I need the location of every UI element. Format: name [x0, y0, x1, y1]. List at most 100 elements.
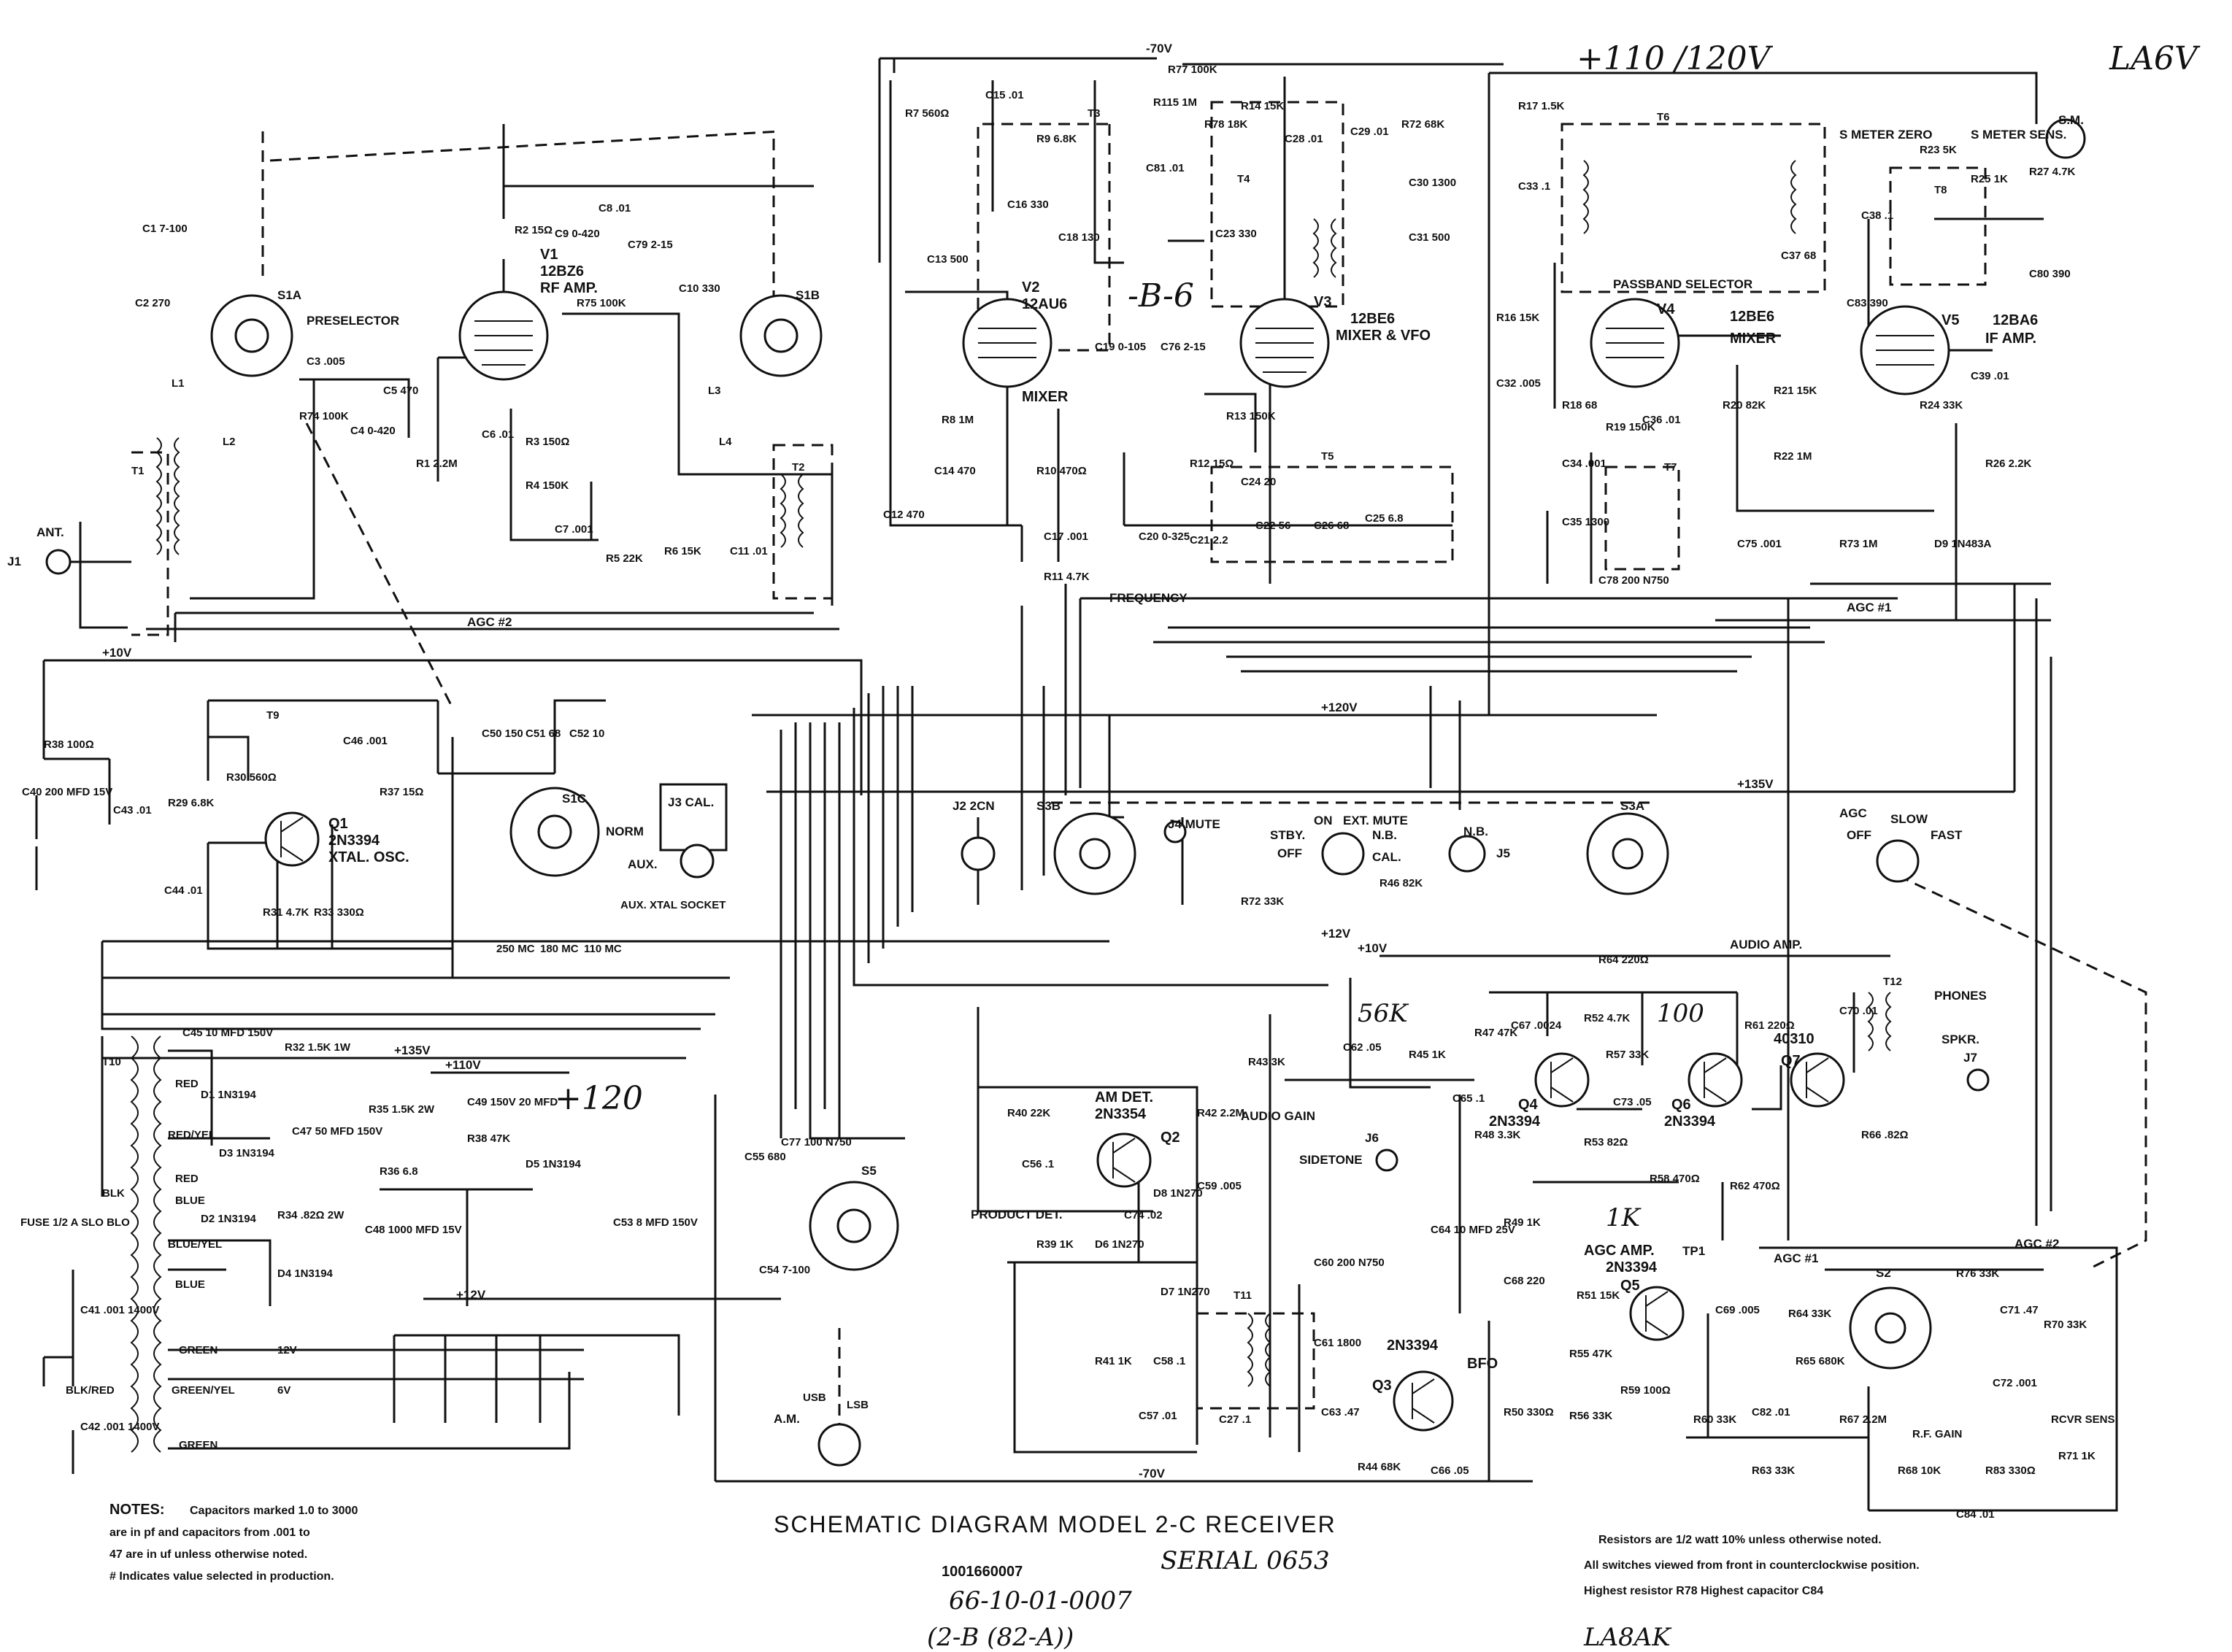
connector-j7: J7 PHONES SPKR.: [1934, 989, 1990, 1092]
part-c82: C82 .01: [1752, 1406, 1790, 1419]
part-c7: C7 .001: [555, 523, 593, 536]
part-d7: D7 1N270: [1161, 1286, 1210, 1298]
part-c77: C77 100 N750: [781, 1136, 852, 1149]
q2-id: Q2: [1161, 1130, 1180, 1146]
part-c26: C26 68: [1314, 520, 1349, 532]
part-c13: C13 500: [927, 253, 969, 266]
part-c63: C63 .47: [1321, 1406, 1360, 1419]
part-r16: R16 15K: [1496, 312, 1539, 324]
part-c69: C69 .005: [1715, 1304, 1760, 1316]
part-r75: R75 100K: [577, 297, 626, 309]
q1-id: Q1: [328, 816, 348, 832]
part-c60: C60 200 N750: [1314, 1257, 1385, 1269]
q4-type: 2N3394: [1489, 1113, 1541, 1130]
rail-p12: +12V: [1321, 927, 1351, 941]
hand-120: +120: [555, 1080, 643, 1117]
part-c14: C14 470: [934, 465, 976, 477]
agc-off-label: OFF: [1847, 828, 1871, 842]
tube-v2-type: 12AU6: [1022, 296, 1067, 312]
notes-block: NOTES: Capacitors marked 1.0 to 3000 are…: [109, 1502, 1920, 1597]
wire-red2: RED: [175, 1173, 199, 1185]
tube-v3: V3 12BE6 MIXER & VFO: [1239, 294, 1431, 388]
connector-j2: J2 2CN: [953, 799, 996, 871]
part-r6: R6 15K: [664, 545, 701, 557]
part-r38: R38 47K: [467, 1132, 510, 1145]
part-r60: R60 33K: [1693, 1413, 1736, 1426]
aux-xtal-label: AUX. XTAL SOCKET: [620, 899, 726, 911]
q1-fn: XTAL. OSC.: [328, 849, 409, 865]
notes-heading: NOTES:: [109, 1502, 165, 1518]
part-c74: C74 .02: [1124, 1209, 1163, 1221]
q5-id: Q5: [1620, 1278, 1640, 1294]
part-r63: R63 33K: [1752, 1464, 1795, 1477]
part-c19: C19 0-105: [1095, 341, 1146, 353]
part-r64b: R64 33K: [1788, 1308, 1831, 1320]
part-r62: R62 470Ω: [1730, 1180, 1780, 1192]
dashed-links: [131, 101, 2147, 1430]
q5-type: 2N3394: [1606, 1259, 1658, 1275]
part-l4: L4: [719, 436, 732, 448]
q6-id: Q6: [1671, 1097, 1691, 1113]
part-r43: R43 3K: [1248, 1056, 1285, 1068]
q2-type: 2N3354: [1095, 1106, 1147, 1122]
part-c53: C53 8 MFD 150V: [613, 1216, 698, 1229]
rail-p135: +135V: [1737, 777, 1774, 791]
frequency-label: FREQUENCY: [1109, 591, 1188, 605]
part-c35: C35 1300: [1562, 516, 1609, 528]
part-c11: C11 .01: [730, 545, 768, 557]
switch-s5: S5: [809, 1164, 899, 1271]
part-r33: R33 330Ω: [314, 906, 364, 919]
part-t9: T9: [266, 709, 280, 722]
part-r26: R26 2.2K: [1985, 458, 2032, 470]
part-r18: R18 68: [1562, 399, 1597, 412]
passband-label: PASSBAND SELECTOR: [1613, 277, 1752, 291]
part-r58: R58 470Ω: [1650, 1173, 1700, 1185]
tube-v1: V1 12BZ6 RF AMP.: [458, 247, 598, 381]
part-c71: C71 .47: [2000, 1304, 2039, 1316]
part-c43: C43 .01: [113, 804, 152, 817]
part-r35: R35 1.5K 2W: [369, 1103, 435, 1116]
part-c52: C52 10: [569, 727, 604, 740]
tube-v1-id: V1: [540, 247, 558, 263]
rail-m70-top: -70V: [1146, 42, 1173, 55]
tube-v2: V2 12AU6 MIXER: [962, 279, 1069, 405]
rail-agc1: AGC #1: [1847, 601, 1891, 614]
part-r13: R13 150K: [1226, 410, 1276, 422]
j2-label: J2 2CN: [953, 799, 995, 813]
tube-v2-id: V2: [1022, 279, 1039, 296]
rail-agc1-bottom: AGC #1: [1774, 1251, 1818, 1265]
part-c44: C44 .01: [164, 884, 203, 897]
part-r71: R71 1K: [2058, 1450, 2096, 1462]
part-c66: C66 .05: [1431, 1464, 1469, 1477]
part-r31: R31 4.7K: [263, 906, 309, 919]
rail-p135-left: +135V: [394, 1043, 431, 1057]
j7-label: J7: [1963, 1051, 1977, 1065]
part-r23: R23 5K: [1920, 144, 1957, 156]
part-r9: R9 6.8K: [1036, 133, 1077, 145]
connector-j1: ANT. J1: [7, 525, 72, 575]
part-r57: R57 33K: [1606, 1049, 1649, 1061]
q1-type: 2N3394: [328, 833, 380, 849]
part-t10: T10: [102, 1056, 121, 1068]
part-r24: R24 33K: [1920, 399, 1963, 412]
smeter-zero-label: S METER ZERO: [1839, 128, 1933, 142]
part-c22: C22 56: [1255, 520, 1290, 532]
xtal-110: 110 MC: [584, 943, 622, 955]
diagram-title: SCHEMATIC DIAGRAM MODEL 2-C RECEIVER: [774, 1511, 1336, 1537]
part-c27: C27 .1: [1219, 1413, 1251, 1426]
part-c5: C5 470: [383, 385, 418, 397]
q4-id: Q4: [1518, 1097, 1539, 1113]
aux-label: AUX.: [628, 857, 658, 871]
rail-agc2: AGC #2: [467, 615, 512, 629]
part-l2: L2: [223, 436, 236, 448]
audio-amp-label: AUDIO AMP.: [1730, 938, 1802, 952]
connector-j3: J3 CAL.: [659, 783, 728, 879]
switch-stby: STBY. ON EXT. MUTE OFF N.B. CAL.: [1270, 814, 1408, 876]
part-c2: C2 270: [135, 297, 170, 309]
part-t5: T5: [1321, 450, 1334, 463]
j5-label: J5: [1496, 846, 1510, 860]
wire-green: GREEN: [179, 1344, 218, 1356]
part-d3: D3 1N3194: [219, 1147, 275, 1159]
part-r40: R40 22K: [1007, 1107, 1050, 1119]
